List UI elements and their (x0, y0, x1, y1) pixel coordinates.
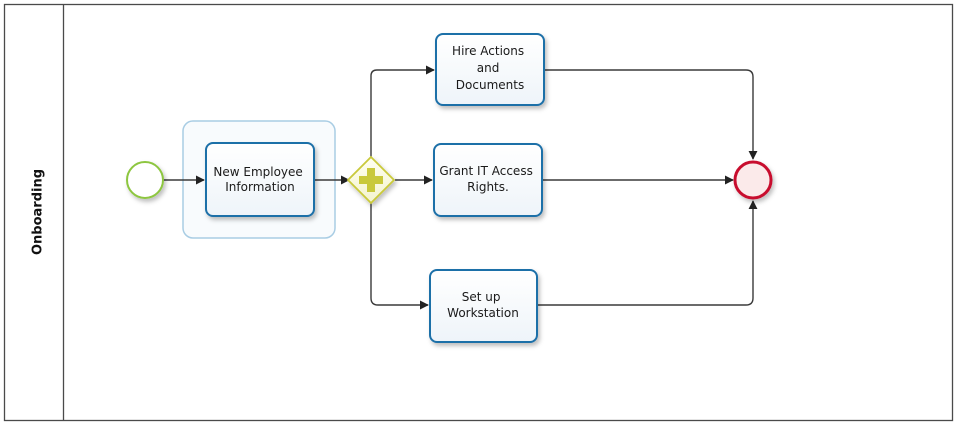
task-label: Hire Actions and Documents (452, 44, 528, 92)
task-label-line: New Employee (213, 165, 302, 179)
task-new-employee-information[interactable]: New Employee Information (205, 142, 315, 217)
flow-hire-actions-to-end (544, 69, 758, 160)
task-label-line: Rights. (467, 180, 509, 194)
task-box (429, 269, 538, 343)
task-label-line: Documents (456, 78, 524, 92)
task-label: New Employee Information (213, 165, 306, 194)
lane-label: Onboarding (31, 169, 46, 255)
task-box (433, 143, 543, 217)
task-label-line: Workstation (447, 306, 519, 320)
task-label: Grant IT Access Rights. (439, 164, 536, 194)
task-box (205, 142, 315, 217)
task-hire-actions-and-documents[interactable]: Hire Actions and Documents (435, 33, 545, 106)
task-label-line: Hire Actions (452, 44, 524, 58)
task-label-line: Grant IT Access (439, 164, 532, 178)
end-event-icon[interactable] (733, 160, 773, 200)
task-label: Set up Workstation (447, 290, 519, 320)
start-event-icon[interactable] (126, 161, 164, 199)
parallel-gateway[interactable] (346, 155, 396, 205)
flow-gateway-to-hire-actions (370, 65, 435, 157)
task-label-line: Information (225, 180, 294, 194)
task-label-line: Set up (462, 290, 501, 304)
task-box (435, 33, 545, 106)
task-set-up-workstation[interactable]: Set up Workstation (429, 269, 538, 343)
gateway-plus-icon-vertical (367, 168, 375, 192)
task-label-line: and (477, 61, 500, 75)
task-grant-it-access-rights[interactable]: Grant IT Access Rights. (433, 143, 543, 217)
flow-setup-workstation-to-end (537, 200, 758, 306)
flow-gateway-to-setup-workstation (370, 203, 429, 310)
